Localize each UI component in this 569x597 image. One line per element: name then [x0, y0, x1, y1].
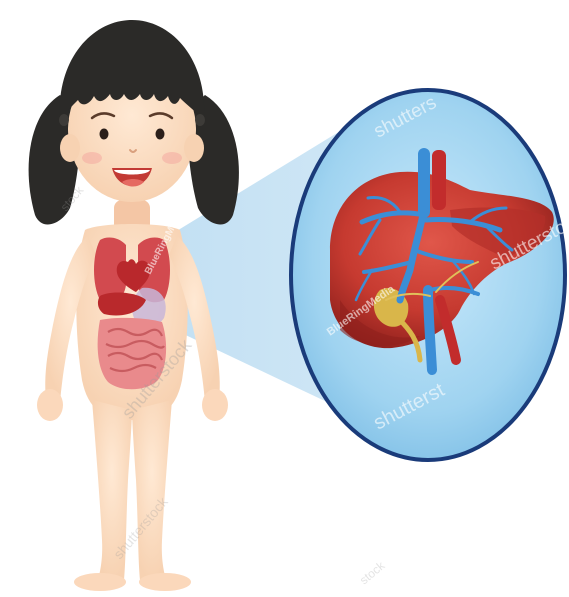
- portal-vein-blue: [428, 290, 432, 370]
- girl-figure: [29, 20, 239, 591]
- hair-tie-left: [59, 114, 69, 126]
- left-cheek: [82, 152, 102, 164]
- left-eye: [100, 129, 109, 140]
- right-eye: [156, 129, 165, 140]
- right-leg: [132, 400, 172, 580]
- right-cheek: [162, 152, 182, 164]
- aorta-vessel: [432, 150, 446, 210]
- right-hand: [202, 389, 228, 421]
- right-foot: [139, 573, 191, 591]
- left-ear: [60, 134, 80, 162]
- left-hand: [37, 389, 63, 421]
- watermark-stock-bottom-right: stock: [357, 558, 388, 587]
- right-ear: [184, 134, 204, 162]
- hair-tie-right: [195, 114, 205, 126]
- left-foot: [74, 573, 126, 591]
